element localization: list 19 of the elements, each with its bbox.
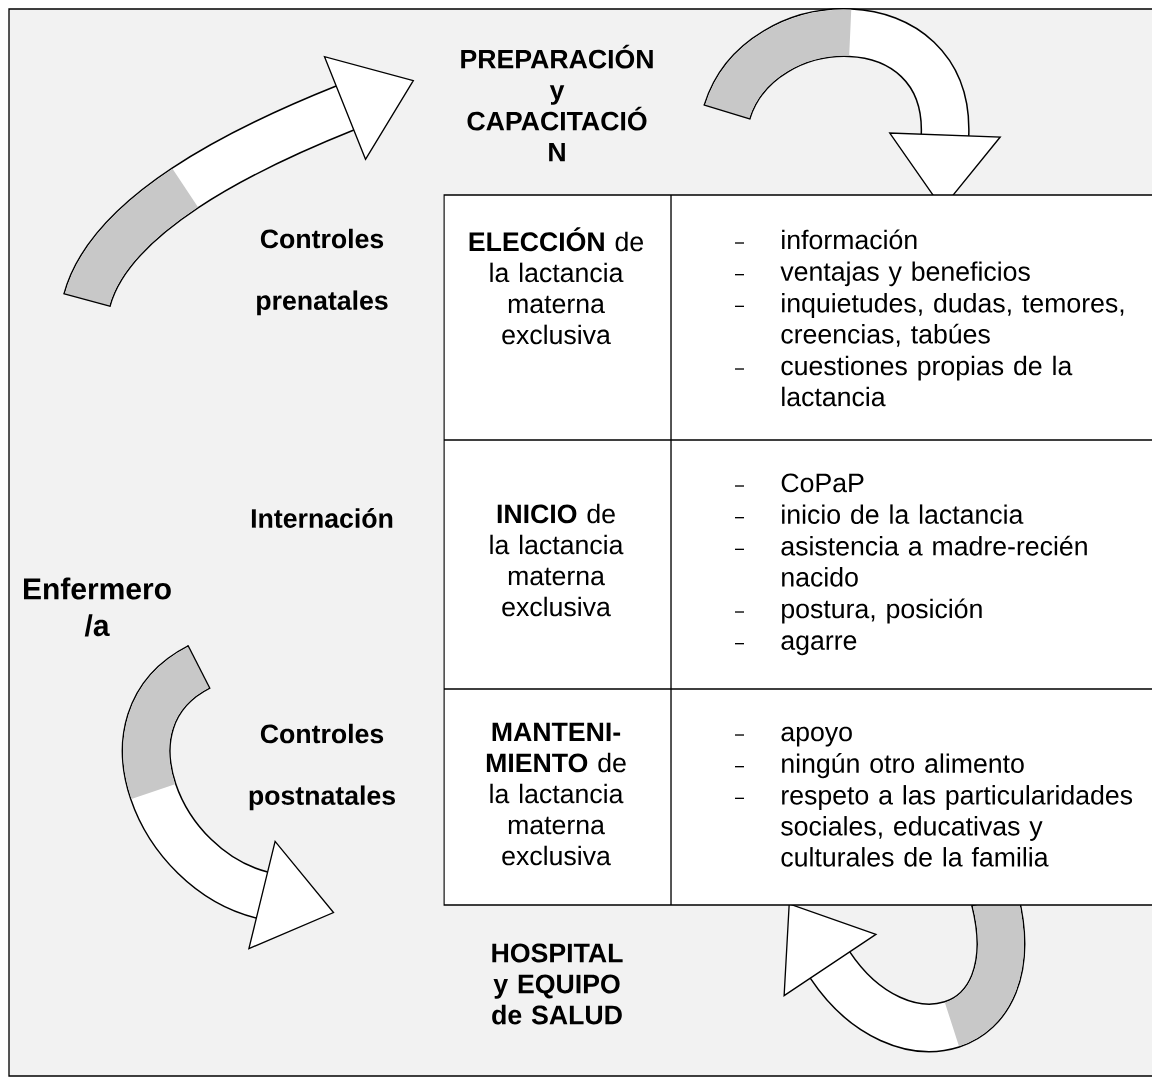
list-item: CoPaP bbox=[781, 473, 864, 493]
list-item: respeto a las particularidades sociales, educativas y culturales de la familia bbox=[781, 785, 1133, 867]
list-item: ventajas y beneficios bbox=[780, 261, 1030, 287]
cycle-stage-label: PREPARACIÓN y CAPACITACIÓ N bbox=[461, 44, 653, 162]
list-item: apoyo bbox=[781, 726, 852, 747]
list-item: postura, posición bbox=[782, 598, 982, 624]
row-label: Internación bbox=[251, 508, 393, 528]
list-item: inicio de la lactancia bbox=[782, 504, 1024, 524]
list-item: ningún otro alimento bbox=[782, 753, 1024, 779]
stage-label: MANTENI- MIENTO de la lactancia materna exclusiva bbox=[486, 722, 626, 866]
row-label: Controles postnatales bbox=[249, 723, 395, 811]
row-label: Controles prenatales bbox=[257, 228, 388, 316]
stage-label: INICIO de la lactancia materna exclusiva bbox=[490, 503, 624, 617]
list-item: información bbox=[782, 229, 917, 250]
list-item: cuestiones propias de la lactancia bbox=[781, 355, 1073, 407]
list-item: agarre bbox=[781, 635, 857, 656]
cycle-stage-label: HOSPITAL y EQUIPO de SALUD bbox=[492, 943, 623, 1025]
stage-label: ELECCIÓN de la lactancia materna exclusiva bbox=[469, 227, 643, 345]
central-label: Enfermero /a bbox=[24, 577, 171, 637]
